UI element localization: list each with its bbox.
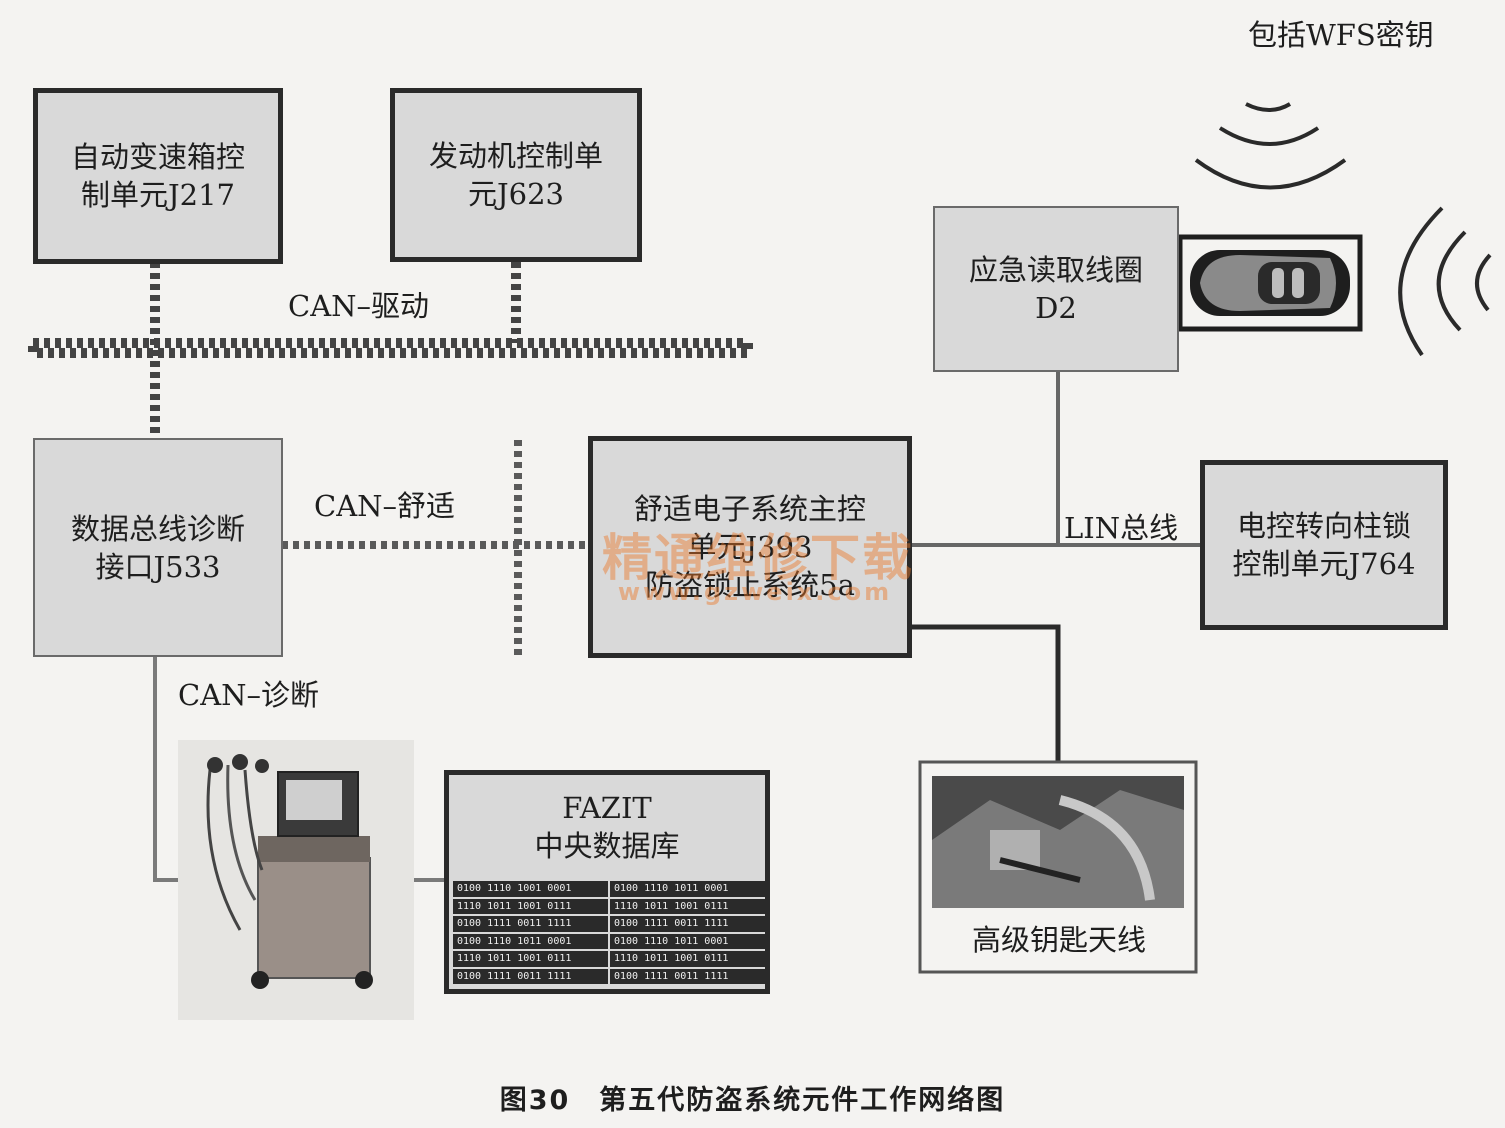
fazit-binary-cell: 0100 1111 0011 1111 xyxy=(610,916,765,932)
can-drive-bus xyxy=(28,338,753,358)
d2-line2: D2 xyxy=(1035,291,1077,325)
diagnosis-tester-icon xyxy=(178,740,414,1020)
d2-line1: 应急读取线圈 xyxy=(968,253,1143,287)
engine-control-unit-j623: 发动机控制单 元J623 xyxy=(390,88,642,262)
can-diag-label: CAN–诊断 xyxy=(178,678,320,712)
fazit-binary-cell: 1110 1011 1001 0111 xyxy=(610,951,765,967)
steering-column-lock-control-j764: 电控转向柱锁 控制单元J764 xyxy=(1200,460,1448,630)
fazit-binary-cell: 0100 1110 1001 0001 xyxy=(453,881,608,897)
j764-line2: 控制单元J764 xyxy=(1232,547,1416,581)
fazit-binary-cell: 1110 1011 1001 0111 xyxy=(610,898,765,914)
radio-waves-top-icon xyxy=(1194,102,1347,190)
antenna-line xyxy=(910,624,1061,762)
j217-line1: 自动变速箱控 xyxy=(70,140,245,174)
fazit-binary-cell: 1110 1011 1001 0111 xyxy=(453,898,608,914)
data-bus-diagnostic-interface-j533: 数据总线诊断 接口J533 xyxy=(33,438,283,657)
fazit-binary-cell: 0100 1110 1011 0001 xyxy=(610,881,765,897)
j533-line1: 数据总线诊断 xyxy=(70,511,245,546)
j393-line2: 单元J393 xyxy=(687,530,813,564)
fazit-binary-cell: 0100 1110 1011 0001 xyxy=(453,933,608,949)
watermark-text: 精通维修下载 xyxy=(602,528,914,587)
fazit-binary-cell: 0100 1110 1011 0001 xyxy=(610,933,765,949)
emergency-read-coil-d2: 应急读取线圈 D2 xyxy=(933,206,1179,372)
figure-caption: 图30 第五代防盗系统元件工作网络图 xyxy=(499,1085,1006,1116)
can-drive-label: CAN–驱动 xyxy=(288,289,430,323)
j533-line2: 接口J533 xyxy=(95,549,221,584)
j623-line2: 元J623 xyxy=(468,177,564,211)
advanced-key-antenna-label: 高级钥匙天线 xyxy=(971,923,1146,957)
fazit-binary-cell: 0100 1111 0011 1111 xyxy=(453,968,608,984)
j623-line1: 发动机控制单 xyxy=(428,139,603,173)
wfs-key-label: 包括WFS密钥 xyxy=(1248,18,1434,52)
lin-bus-label: LIN总线 xyxy=(1064,511,1179,545)
fazit-binary-cell: 0100 1111 0011 1111 xyxy=(453,916,608,932)
fazit-line1: FAZIT xyxy=(562,791,652,825)
j393-line3: 防盗锁止系统5a xyxy=(645,568,855,602)
j393-line1: 舒适电子系统主控 xyxy=(633,492,866,526)
watermark-url: www.gzweix.com xyxy=(617,578,893,606)
j764-line1: 电控转向柱锁 xyxy=(1236,509,1411,543)
antenna-photo xyxy=(918,760,1198,974)
comfort-system-central-control-j393: 舒适电子系统主控 单元J393 防盗锁止系统5a xyxy=(588,436,912,658)
transmission-control-unit-j217: 自动变速箱控 制单元J217 xyxy=(33,88,283,264)
fazit-binary-cell: 0100 1111 0011 1111 xyxy=(610,968,765,984)
radio-waves-right-icon xyxy=(1398,206,1492,357)
car-key-icon xyxy=(1177,234,1363,332)
fazit-line2: 中央数据库 xyxy=(534,829,680,863)
j217-line2: 制单元J217 xyxy=(81,178,235,212)
fazit-binary-cell: 1110 1011 1001 0111 xyxy=(453,951,608,967)
can-comfort-label: CAN–舒适 xyxy=(314,489,456,523)
